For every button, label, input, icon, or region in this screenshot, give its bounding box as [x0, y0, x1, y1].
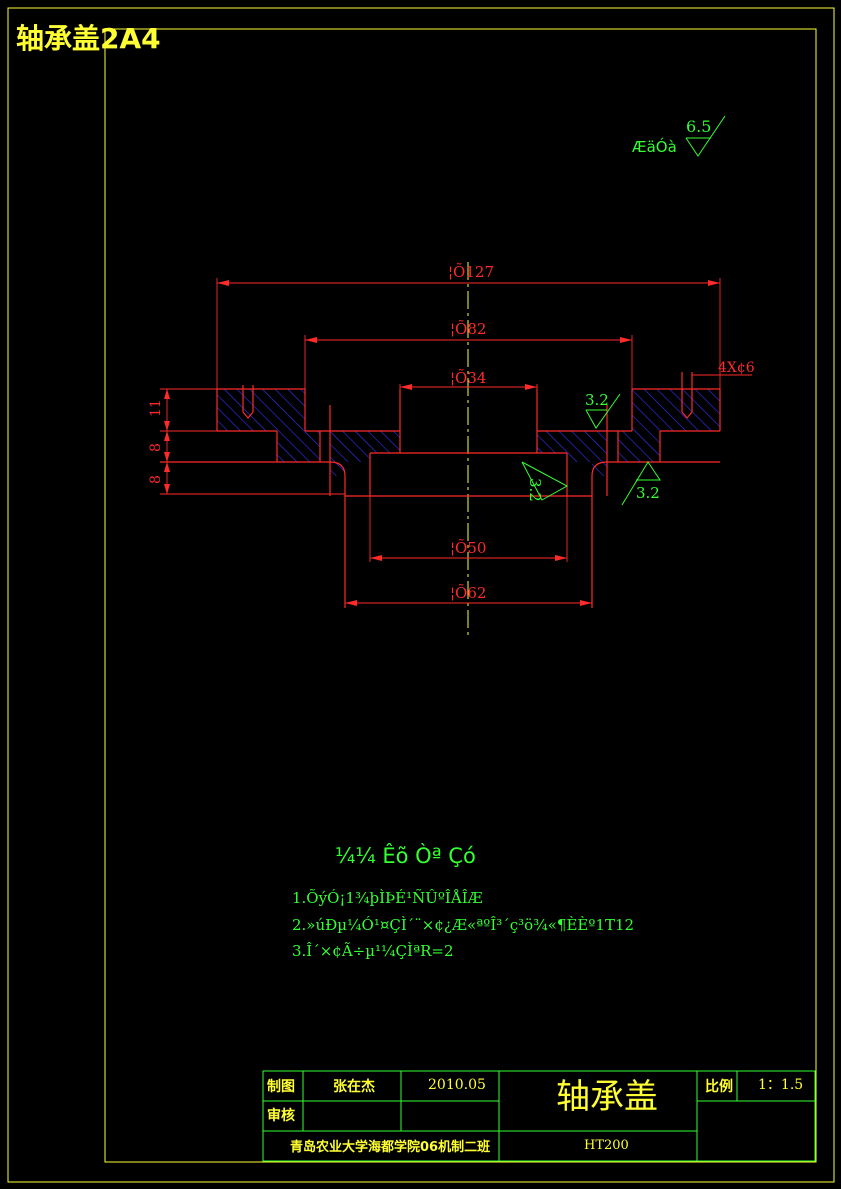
label-drawn: 制图 [267, 1078, 295, 1095]
title-block-grid [262, 1070, 816, 1162]
dim-boss-diameter: ¦Õ82 [450, 320, 486, 338]
drawing-date: 2010.05 [428, 1077, 486, 1093]
part-outline [160, 372, 721, 608]
material: HT200 [584, 1138, 629, 1153]
inner-border [104, 28, 817, 1163]
dim-bore-diameter: ¦Õ50 [450, 539, 486, 557]
note-2: 2.»úÐµ¼Ó¹¤ÇÌ´¨×¢¿Æ«ªºÎ³´ç³ö¾«¶ÈÈº1T12 [292, 916, 634, 934]
note-1: 1.ÕýÓ¡1¾þÌÞÉ¹ÑÛºÎÅÎÆ [292, 889, 483, 907]
roughness-value-1: 3.2 [585, 391, 609, 409]
roughness-callout-2: 3.2 [521, 461, 569, 502]
default-roughness: ÆäÓà 6.5 [632, 115, 726, 157]
part-name: 轴承盖 [556, 1077, 658, 1117]
note-3: 3.Î´×¢Ã÷µ¹¼ÇÌªR=2 [292, 942, 453, 960]
dimension-lines [160, 278, 752, 604]
roughness-callout-3: 3.2 [621, 461, 661, 506]
dimension-arrows [164, 280, 720, 606]
sheet-title: 轴承盖2A4 [16, 22, 161, 55]
notes-title: ¼¼ Êõ Òª Çó [335, 843, 476, 868]
school-name: 青岛农业大学海都学院06机制二班 [290, 1139, 490, 1155]
label-check: 审核 [267, 1107, 295, 1124]
dim-inner-top-diameter: ¦Õ34 [450, 369, 486, 387]
default-roughness-prefix: ÆäÓà [632, 137, 677, 156]
dim-spigot-diameter: ¦Õ62 [450, 584, 486, 602]
dim-holes: 4X¢6 [718, 360, 755, 376]
dim-height-3: 8 [148, 475, 164, 484]
label-scale: 比例 [705, 1078, 733, 1095]
roughness-callout-1: 3.2 [585, 391, 621, 429]
scale-value: 1：1.5 [758, 1077, 803, 1093]
dim-height-1: 11 [148, 399, 164, 417]
outer-border [7, 7, 835, 1183]
drawn-by: 张在杰 [333, 1078, 375, 1095]
roughness-value-3: 3.2 [636, 484, 660, 502]
dim-height-2: 8 [148, 443, 164, 452]
roughness-value-2: 3.2 [526, 478, 544, 502]
roughness-symbol-default [685, 115, 726, 157]
dim-outer-diameter: ¦Õ127 [448, 263, 494, 281]
default-roughness-value: 6.5 [686, 117, 711, 136]
